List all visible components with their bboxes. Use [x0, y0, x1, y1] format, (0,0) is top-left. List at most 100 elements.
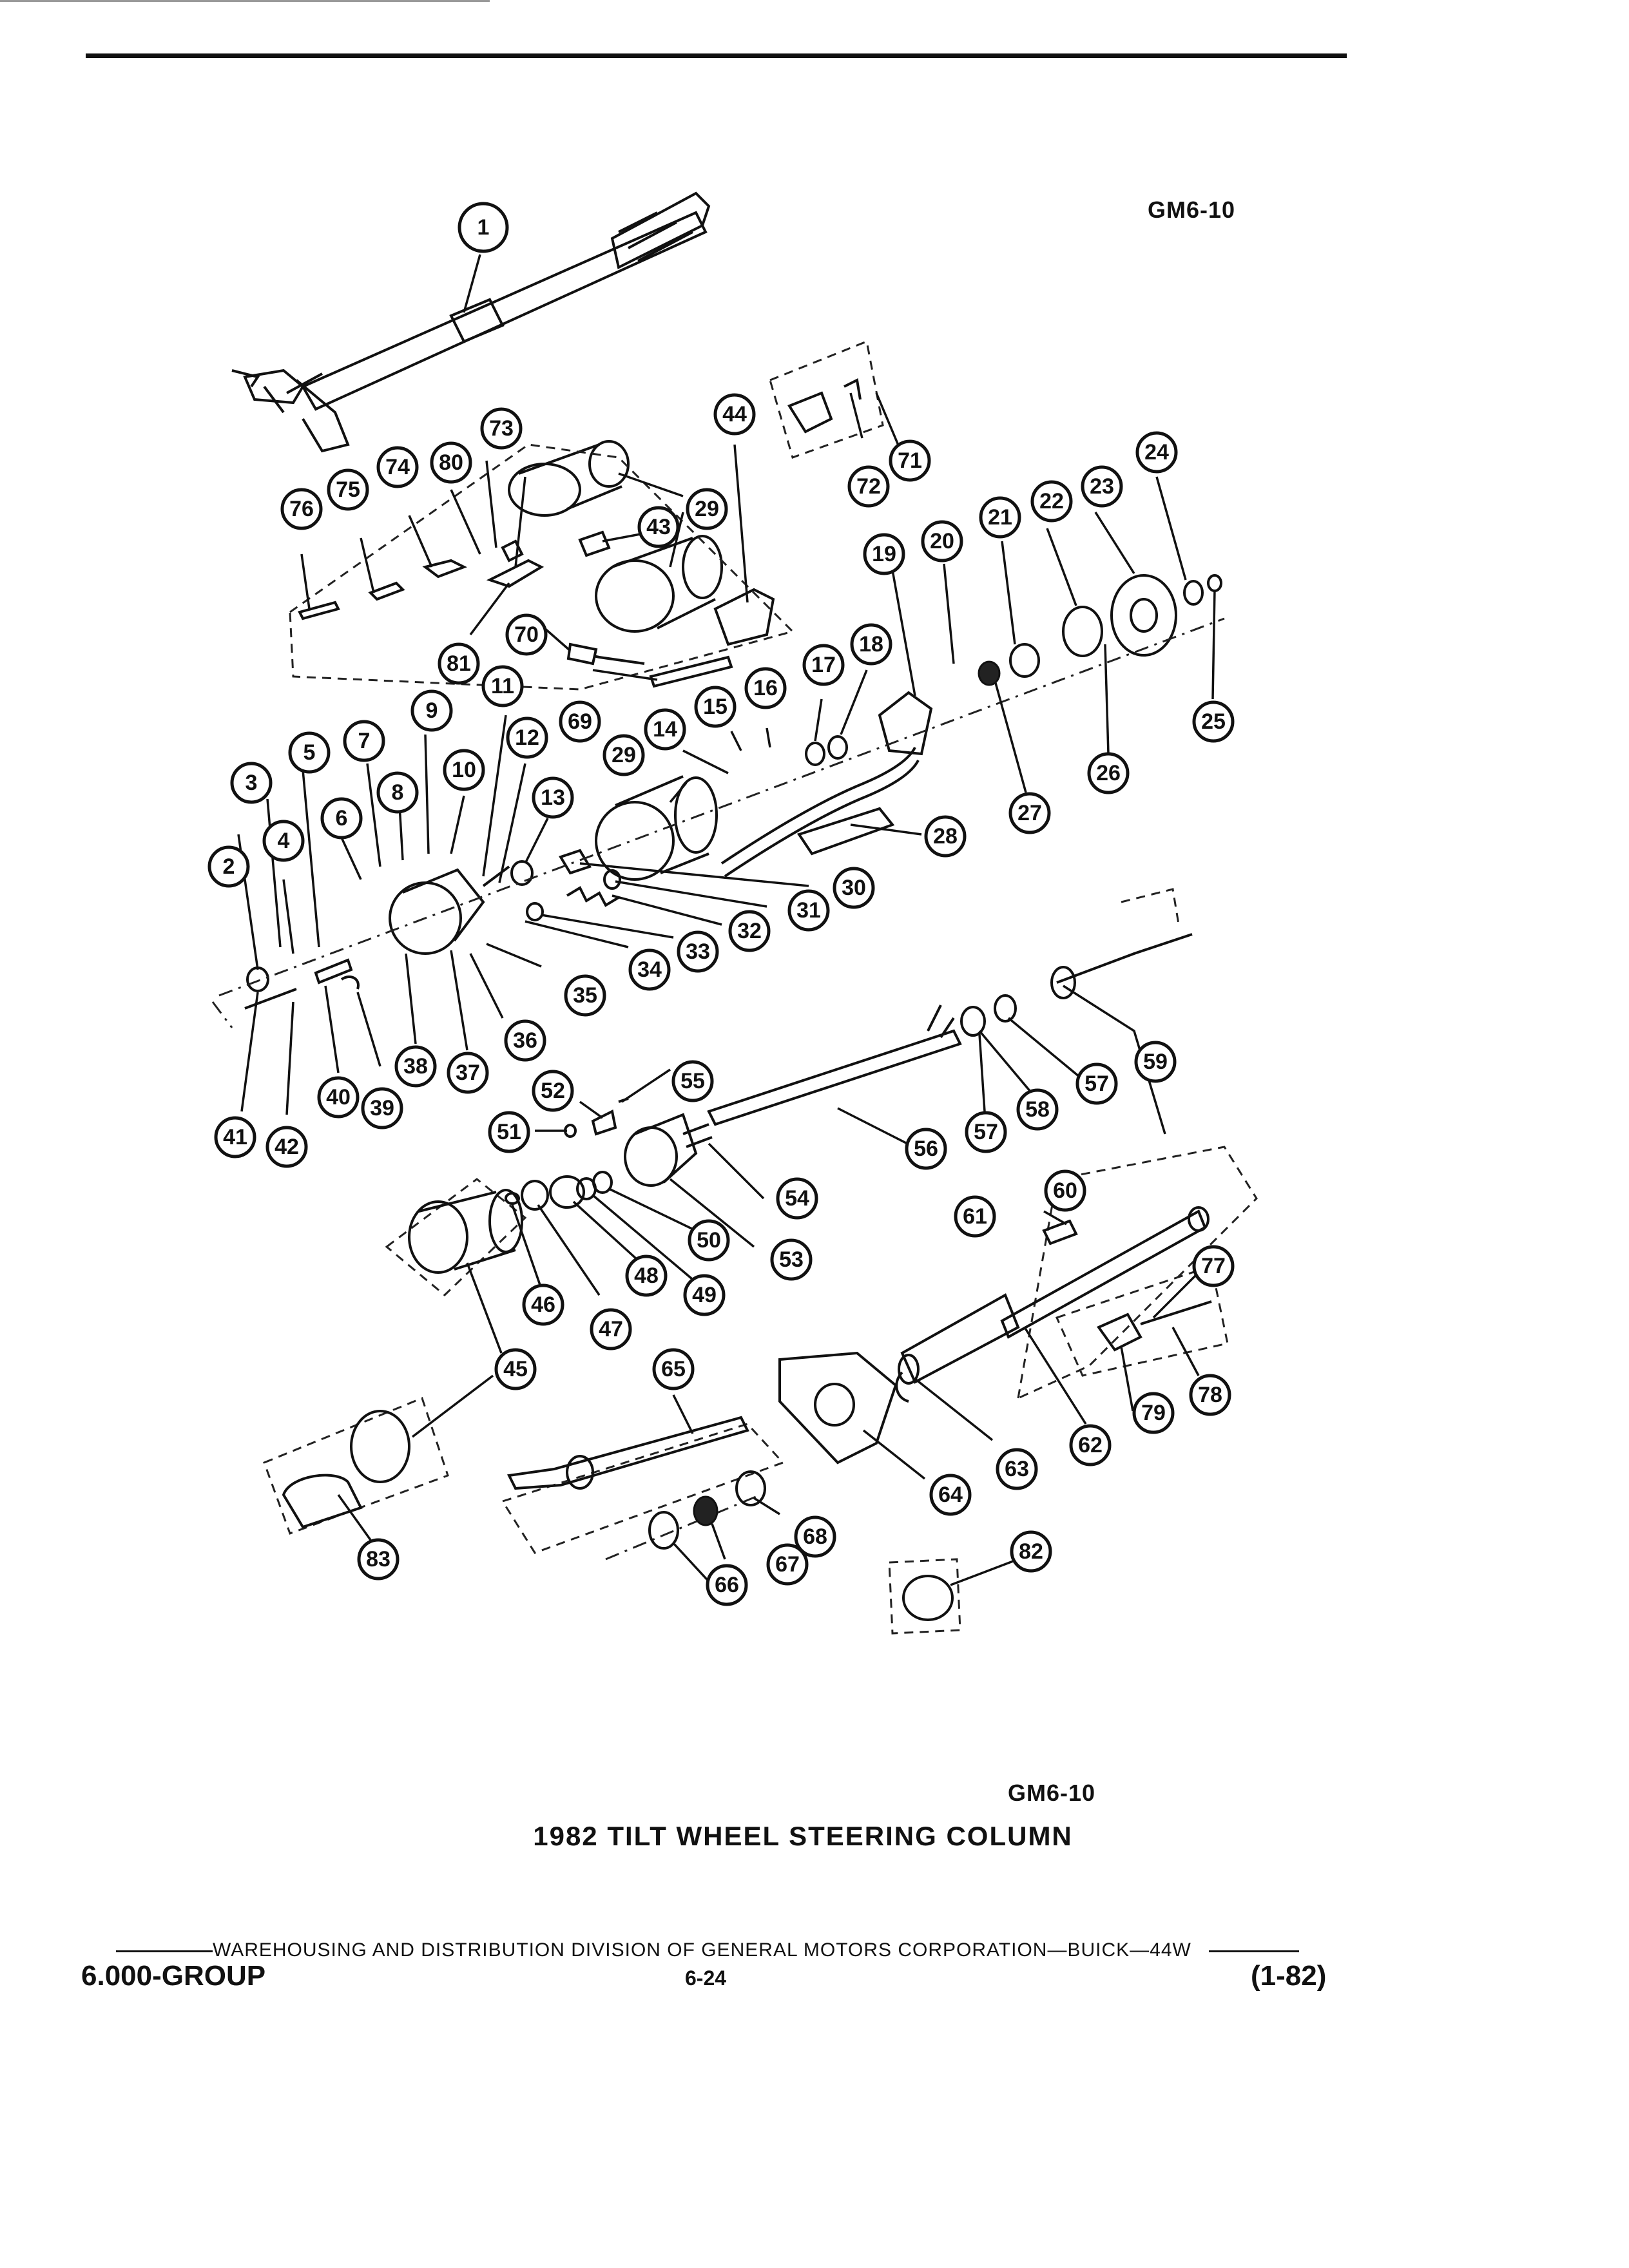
part-28-wiring: [720, 747, 916, 865]
svg-text:68: 68: [803, 1524, 827, 1549]
svg-text:23: 23: [1090, 474, 1114, 499]
part-72: [787, 391, 833, 434]
callout-63: 63: [996, 1448, 1038, 1490]
svg-text:72: 72: [856, 474, 881, 499]
part-61: [1042, 1219, 1078, 1245]
part-30: [559, 849, 592, 875]
svg-text:12: 12: [515, 726, 539, 750]
part-57: [994, 994, 1017, 1023]
part-39: [340, 975, 360, 990]
svg-text:67: 67: [775, 1552, 800, 1577]
part-47: [521, 1180, 549, 1211]
svg-text:71: 71: [898, 448, 922, 473]
svg-text:1: 1: [477, 215, 490, 240]
svg-text:37: 37: [456, 1061, 480, 1085]
part-71: [843, 378, 862, 400]
header-rule: [86, 53, 1347, 58]
svg-text:30: 30: [842, 876, 866, 900]
svg-text:74: 74: [385, 455, 410, 479]
callout-80: 80: [430, 441, 472, 484]
part-22: [1062, 606, 1103, 657]
svg-text:39: 39: [370, 1096, 394, 1120]
svg-text:44: 44: [722, 402, 747, 427]
callout-10: 10: [443, 749, 485, 791]
callout-53: 53: [770, 1238, 813, 1281]
part-12: [482, 865, 510, 887]
footer-page-number: 6-24: [685, 1966, 727, 1990]
callout-7: 7: [343, 720, 385, 762]
svg-text:83: 83: [366, 1547, 390, 1571]
svg-text:43: 43: [646, 515, 671, 539]
footer-group: 6.000-GROUP: [81, 1960, 266, 1992]
callout-78: 78: [1189, 1374, 1231, 1416]
svg-text:80: 80: [439, 450, 463, 475]
callout-16: 16: [744, 667, 787, 709]
svg-text:54: 54: [785, 1186, 809, 1211]
column-jacket-assembly: [231, 191, 711, 453]
svg-text:18: 18: [859, 632, 883, 657]
callout-4: 4: [262, 820, 305, 862]
svg-text:3: 3: [246, 771, 258, 795]
svg-text:70: 70: [514, 622, 539, 647]
callout-39: 39: [361, 1087, 403, 1129]
callout-76: 76: [280, 488, 323, 530]
svg-text:26: 26: [1096, 761, 1121, 785]
part-42: [244, 988, 297, 1010]
svg-text:7: 7: [358, 729, 371, 753]
svg-text:56: 56: [914, 1137, 938, 1161]
callout-19: 19: [863, 533, 905, 575]
svg-text:81: 81: [447, 651, 471, 676]
part-58: [960, 1006, 986, 1037]
callout-56: 56: [905, 1128, 947, 1170]
callout-79: 79: [1132, 1392, 1175, 1434]
svg-text:6: 6: [336, 806, 348, 831]
detail-box-79: [1055, 1265, 1229, 1377]
callout-26: 26: [1087, 752, 1130, 794]
callout-37: 37: [447, 1052, 489, 1094]
part-31: [603, 869, 621, 890]
housing-cover-upper: [508, 440, 723, 633]
callout-61: 61: [954, 1195, 996, 1238]
part-50: [592, 1171, 613, 1194]
callout-11: 11: [481, 665, 524, 707]
figure-title: 1982 TILT WHEEL STEERING COLUMN: [533, 1821, 1073, 1851]
part-54: [682, 1123, 713, 1148]
svg-text:21: 21: [988, 505, 1012, 530]
svg-text:78: 78: [1198, 1383, 1222, 1407]
callout-6: 6: [320, 797, 363, 840]
detail-box-82: [888, 1558, 961, 1635]
part-23: [1110, 574, 1177, 657]
svg-text:45: 45: [503, 1357, 528, 1381]
part-82: [902, 1575, 954, 1621]
callout-31: 31: [787, 889, 830, 932]
svg-text:11: 11: [491, 674, 514, 698]
footer-revision: (1-82): [1251, 1960, 1327, 1992]
callout-15: 15: [694, 686, 737, 728]
detail-box-65: [501, 1423, 785, 1554]
callout-55: 55: [671, 1060, 714, 1102]
part-43: [578, 530, 611, 557]
svg-text:41: 41: [223, 1125, 247, 1149]
callout-33: 33: [677, 930, 719, 973]
callout-73: 73: [480, 407, 523, 450]
part-13: [510, 860, 534, 886]
detail-box-45: [385, 1178, 527, 1297]
svg-text:50: 50: [697, 1228, 721, 1253]
part-78: [1140, 1300, 1212, 1325]
detail-box-upper: [289, 443, 795, 691]
svg-text:32: 32: [737, 919, 762, 943]
callout-58: 58: [1016, 1088, 1059, 1131]
part-79: [1096, 1312, 1142, 1352]
svg-text:24: 24: [1144, 440, 1169, 465]
part-45: [408, 1200, 468, 1274]
svg-text:49: 49: [692, 1283, 717, 1307]
svg-text:16: 16: [753, 676, 778, 700]
callout-49: 49: [683, 1274, 726, 1316]
svg-text:64: 64: [938, 1483, 963, 1507]
svg-text:57: 57: [1084, 1072, 1109, 1096]
callout-27: 27: [1008, 792, 1051, 834]
callout-57: 57: [965, 1111, 1007, 1153]
callout-3: 3: [230, 762, 273, 804]
svg-text:9: 9: [426, 698, 438, 723]
svg-text:29: 29: [695, 497, 719, 521]
